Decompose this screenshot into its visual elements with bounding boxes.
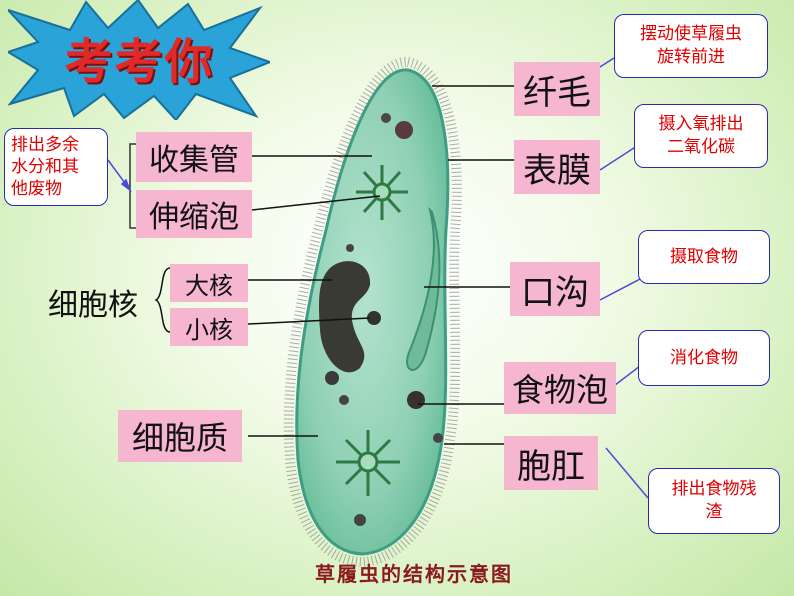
label-collecting-canal: 收集管 bbox=[136, 132, 252, 182]
pointer-anal-pore bbox=[605, 447, 649, 499]
bracket-collecting-contractile bbox=[129, 143, 138, 229]
label-nucleus: 细胞核 bbox=[48, 288, 138, 323]
callout-excretion-function: 排出多余 水分和其 他废物 bbox=[4, 128, 108, 206]
leader-line-contractile-vacuole bbox=[251, 195, 381, 211]
food-vacuole bbox=[407, 391, 425, 409]
pointer-pellicle bbox=[599, 143, 641, 171]
title-starburst bbox=[8, 0, 270, 120]
label-anal-pore: 胞肛 bbox=[504, 436, 598, 490]
contractile-vacuole-bottom bbox=[336, 430, 400, 496]
callout-anal-pore-function: 排出食物残 渣 bbox=[648, 468, 780, 534]
brace-nucleus bbox=[154, 267, 171, 333]
food-vacuole bbox=[381, 113, 391, 123]
callout-oral-groove-function: 摄取食物 bbox=[638, 230, 770, 284]
callout-pellicle-function: 摄入氧排出 二氧化碳 bbox=[634, 104, 768, 168]
macronucleus bbox=[319, 261, 371, 373]
page-title: 考考你 bbox=[64, 34, 215, 90]
label-macronucleus: 大核 bbox=[170, 264, 248, 302]
label-oral-groove: 口沟 bbox=[510, 262, 600, 316]
label-cytoplasm: 细胞质 bbox=[118, 410, 242, 462]
label-cilia: 纤毛 bbox=[514, 62, 600, 116]
food-vacuole bbox=[339, 395, 349, 405]
contractile-vacuole-top bbox=[356, 165, 408, 220]
cilia-fringe bbox=[283, 57, 462, 568]
diagram-caption: 草履虫的结构示意图 bbox=[315, 562, 513, 586]
label-pellicle: 表膜 bbox=[514, 140, 600, 194]
callout-cilia-function: 摆动使草履虫 旋转前进 bbox=[614, 14, 768, 78]
pointer-oral-groove bbox=[599, 277, 643, 301]
food-vacuole bbox=[395, 121, 413, 139]
food-vacuole bbox=[325, 371, 339, 385]
oral-groove bbox=[406, 206, 441, 371]
food-vacuole bbox=[346, 244, 354, 252]
label-food-vacuole: 食物泡 bbox=[504, 362, 616, 414]
starburst-shape bbox=[8, 0, 270, 120]
label-contractile-vacuole: 伸缩泡 bbox=[136, 190, 252, 238]
leader-lines bbox=[247, 85, 514, 445]
label-micronucleus: 小核 bbox=[170, 308, 248, 346]
callout-food-vacuole-function: 消化食物 bbox=[638, 330, 770, 386]
food-vacuole bbox=[354, 514, 366, 526]
leader-line-micronucleus bbox=[247, 317, 371, 325]
food-vacuole bbox=[433, 433, 443, 443]
micronucleus bbox=[367, 311, 381, 325]
pointer-excretion-head bbox=[120, 178, 132, 193]
